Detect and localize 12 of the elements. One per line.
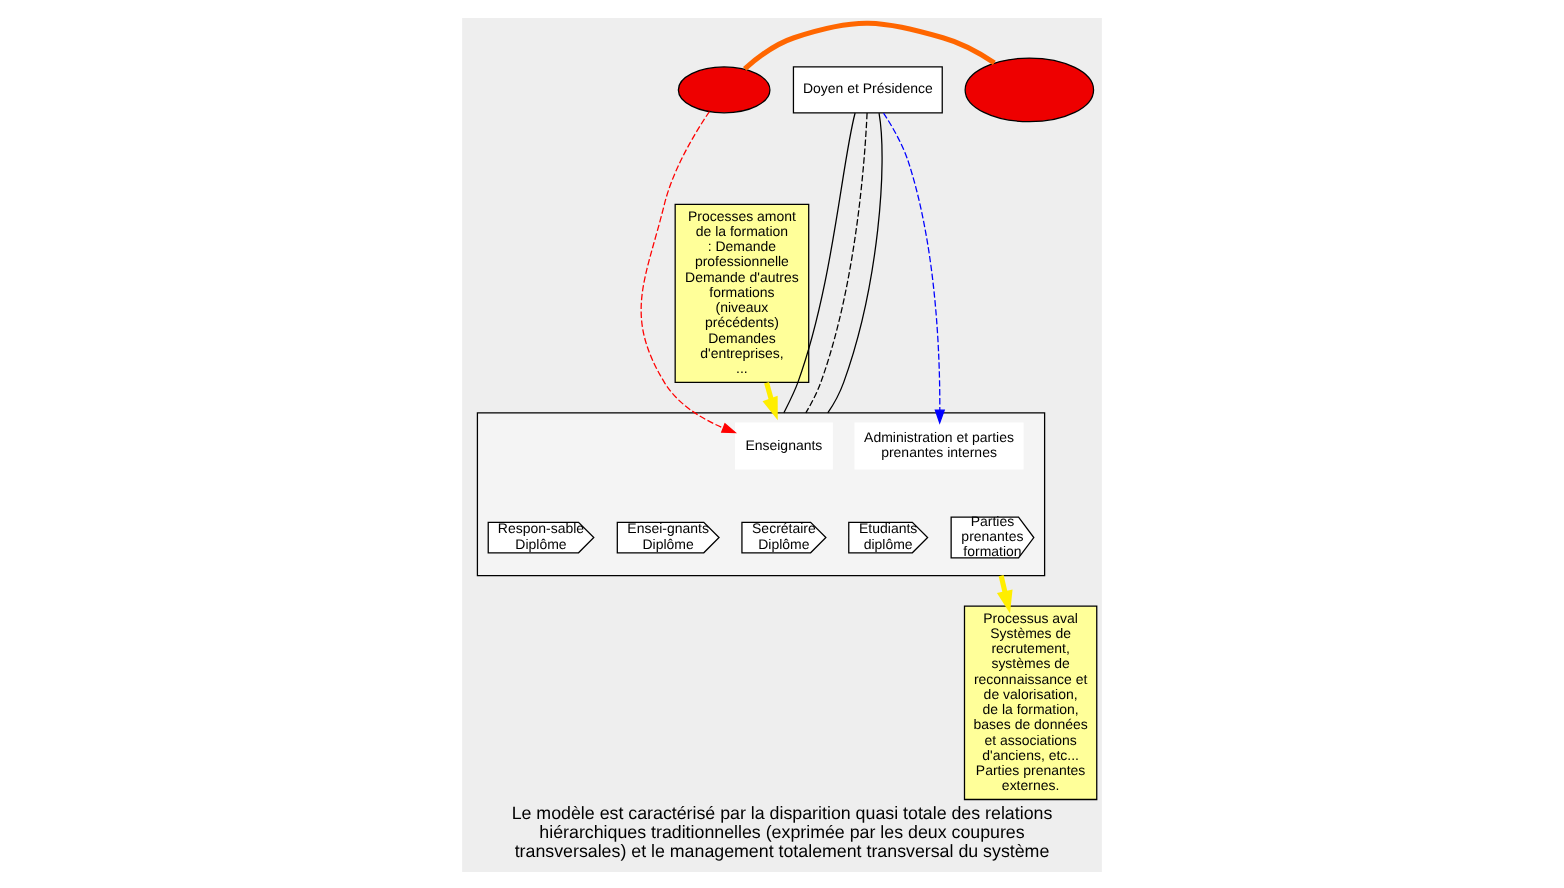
- node-ellipse: [964, 56, 1095, 122]
- cluster: [476, 411, 1046, 576]
- arrow: [762, 381, 778, 420]
- connector: [743, 19, 996, 70]
- node-ellipse: [677, 65, 771, 113]
- connector: [805, 111, 868, 413]
- connector: [827, 111, 883, 413]
- arrow: [640, 109, 737, 433]
- arrow: [882, 111, 946, 424]
- arrow: [996, 574, 1013, 613]
- connector: [783, 111, 856, 413]
- caption: Le modèle est caractérisé par la disparition quasi totale des relations hiérarchiques traditionnelles (exprimée par les deux coupures transversales) et le management totalement transversal du système: [511, 801, 1053, 860]
